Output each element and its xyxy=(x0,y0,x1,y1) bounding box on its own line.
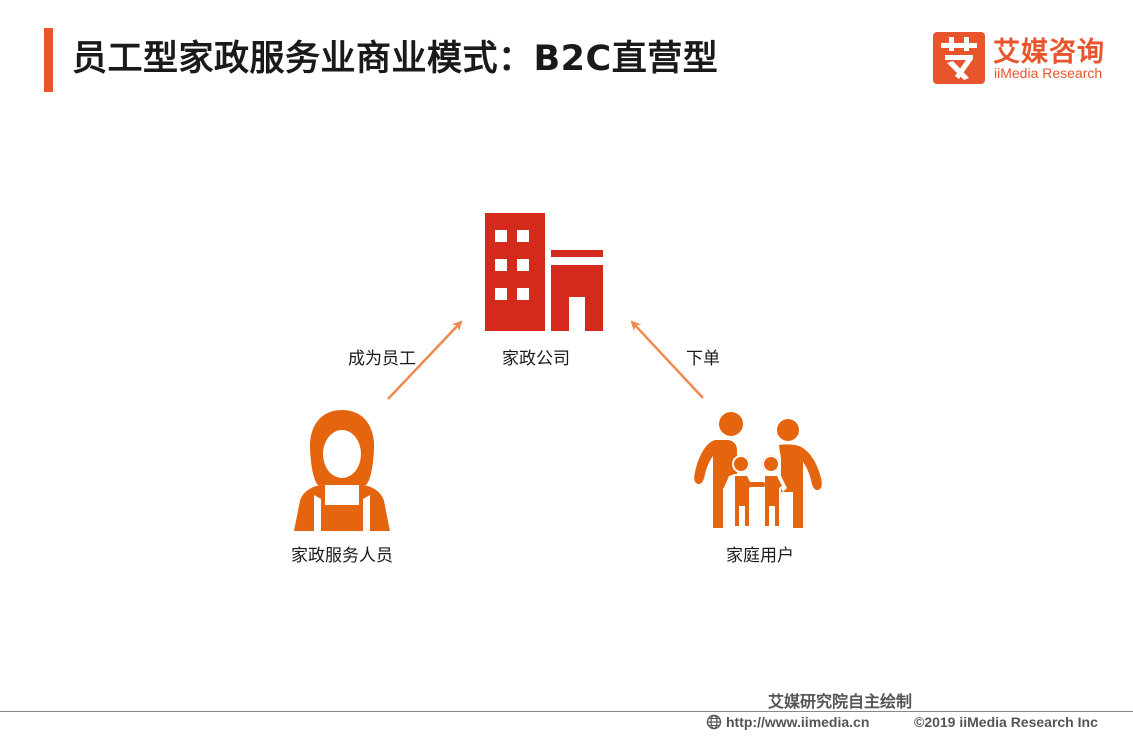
logo-name-en: iiMedia Research xyxy=(994,65,1103,81)
footer-url-text[interactable]: http://www.iimedia.cn xyxy=(726,714,870,730)
logo-mark-icon xyxy=(933,32,985,84)
female-worker-icon xyxy=(294,410,390,531)
edge-arrow-staff-to-company xyxy=(387,320,463,400)
edge-label-become-employee: 成为员工 xyxy=(348,349,416,369)
building-icon xyxy=(485,213,603,331)
family-icon xyxy=(694,412,822,528)
page-title: 员工型家政服务业商业模式：B2C直营型 xyxy=(72,39,719,79)
node-label-company: 家政公司 xyxy=(502,349,570,369)
source-note: 艾媒研究院自主绘制 xyxy=(768,692,913,711)
footer-url[interactable]: http://www.iimedia.cn xyxy=(706,714,869,730)
edge-arrow-household-to-company xyxy=(630,320,704,399)
logo-name-cn: 艾媒咨询 xyxy=(993,37,1105,68)
node-label-staff: 家政服务人员 xyxy=(291,546,393,566)
footer-copyright: ©2019 iiMedia Research Inc xyxy=(914,714,1098,730)
brand-logo: 艾媒咨询 iiMedia Research xyxy=(933,32,1118,86)
globe-icon xyxy=(706,714,722,730)
title-accent-bar xyxy=(44,28,53,92)
footer-divider xyxy=(0,711,1133,712)
node-label-household: 家庭用户 xyxy=(726,546,794,566)
edge-label-place-order: 下单 xyxy=(686,349,720,369)
